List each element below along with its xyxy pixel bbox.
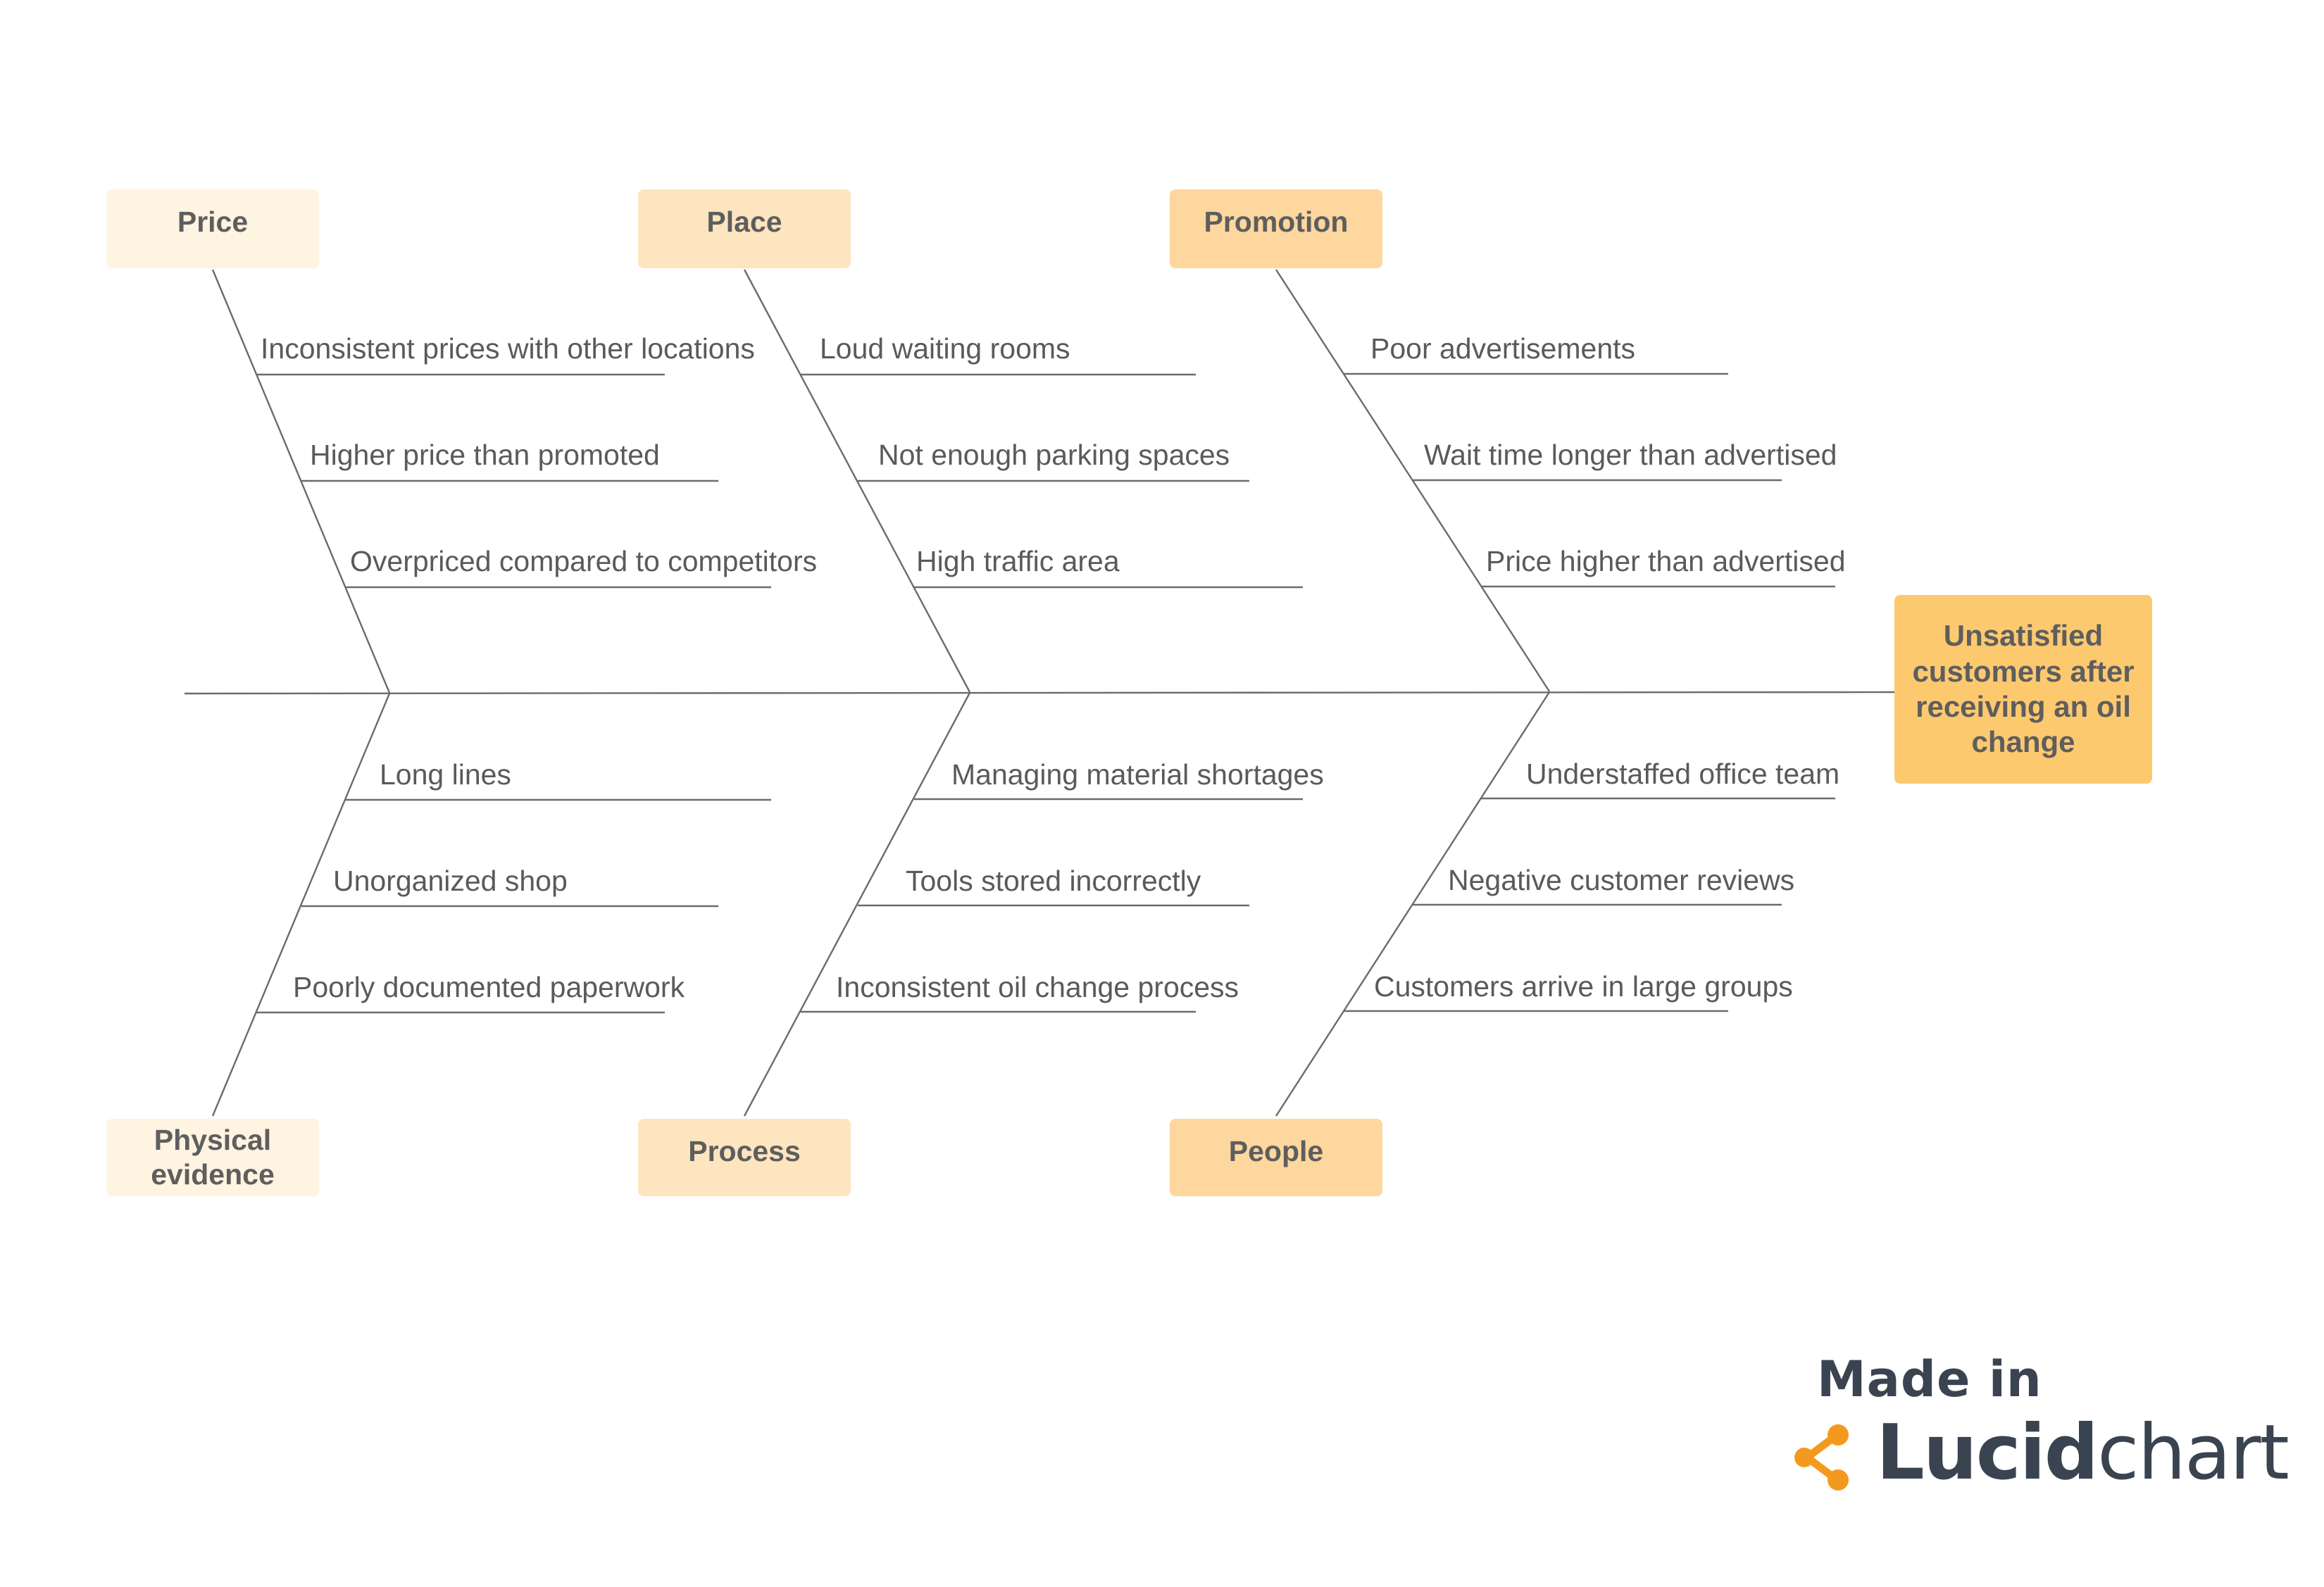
cause-label: Wait time longer than advertised: [1424, 439, 1837, 471]
cause-label: Poorly documented paperwork: [293, 971, 685, 1003]
category-label: Place: [706, 206, 782, 238]
effect-label: Unsatisfied customers after receiving an…: [1912, 619, 2135, 759]
category-box-people[interactable]: People: [1170, 1119, 1382, 1196]
category-label: People: [1228, 1135, 1324, 1167]
cause-label: Customers arrive in large groups: [1374, 970, 1793, 1003]
cause-label: Loud waiting rooms: [820, 332, 1070, 365]
spine-line: [184, 691, 1898, 695]
category-box-place[interactable]: Place: [638, 189, 851, 268]
cause-label: Inconsistent oil change process: [836, 971, 1239, 1003]
cause-label: Price higher than advertised: [1486, 545, 1846, 577]
cause-label: Higher price than promoted: [310, 439, 660, 471]
cause-label: Managing material shortages: [951, 758, 1324, 791]
category-label: Promotion: [1204, 206, 1349, 238]
lucidchart-logo-icon: [1794, 1424, 1849, 1491]
made-in-text: Made in: [1817, 1350, 2042, 1408]
category-box-process[interactable]: Process: [638, 1119, 851, 1196]
wordmark-bold: Lucid: [1876, 1409, 2099, 1497]
category-box-physical-evidence[interactable]: Physical evidence: [106, 1119, 319, 1196]
bone-place: [743, 269, 971, 693]
wordmark-light: chart: [2097, 1409, 2289, 1497]
cause-label: Tools stored incorrectly: [906, 865, 1201, 897]
category-label: Process: [688, 1135, 801, 1167]
category-label: Price: [177, 206, 249, 238]
lucidchart-wordmark: Lucidchart: [1876, 1415, 2289, 1491]
cause-label: High traffic area: [916, 545, 1120, 577]
cause-label: Poor advertisements: [1370, 332, 1636, 365]
cause-label: Negative customer reviews: [1448, 864, 1795, 896]
cause-label: Unorganized shop: [333, 865, 568, 897]
category-label: Physical evidence: [151, 1123, 275, 1191]
cause-label: Understaffed office team: [1526, 758, 1840, 790]
category-box-price[interactable]: Price: [106, 189, 319, 268]
cause-label: Long lines: [380, 758, 511, 791]
category-box-promotion[interactable]: Promotion: [1170, 189, 1382, 268]
effect-box[interactable]: Unsatisfied customers after receiving an…: [1894, 595, 2152, 784]
bone-process: [743, 692, 971, 1117]
cause-label: Overpriced compared to competitors: [350, 545, 818, 577]
cause-label: Not enough parking spaces: [878, 439, 1230, 471]
bone-physical-evidence: [211, 693, 391, 1117]
bone-price: [211, 269, 391, 694]
cause-label: Inconsistent prices with other locations: [261, 332, 755, 365]
